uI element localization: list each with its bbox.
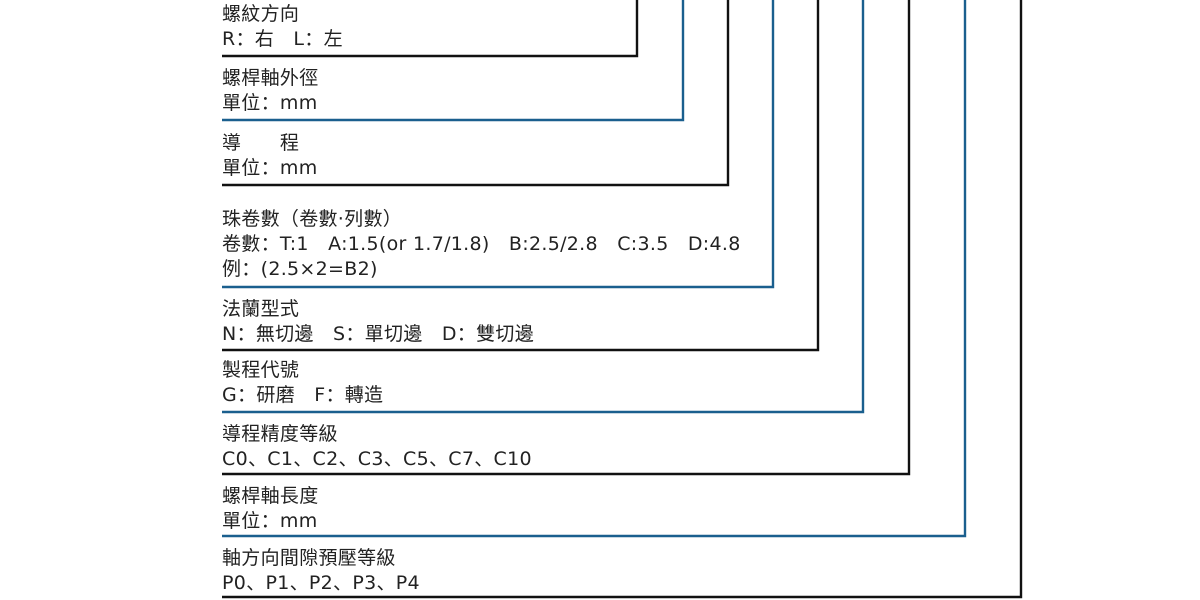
entry-detail: P0、P1、P2、P3、P4 <box>222 572 420 594</box>
bracket-line-lead_accuracy <box>222 0 911 476</box>
entry-preload-grade: 軸方向間隙預壓等級 P0、P1、P2、P3、P4 <box>222 546 420 596</box>
entry-title: 螺桿軸長度 <box>222 485 319 507</box>
entry-title: 珠卷數（卷數‧列數） <box>222 208 403 230</box>
bracket-line-process_code <box>222 0 865 414</box>
entry-title: 法蘭型式 <box>222 298 300 320</box>
entry-detail: 卷數：T:1 A:1.5(or 1.7/1.8) B:2.5/2.8 C:3.5… <box>222 233 741 255</box>
entry-title: 製程代號 <box>222 359 300 381</box>
bracket-line-screw_od <box>222 0 685 122</box>
entry-title: 螺桿軸外徑 <box>222 67 319 89</box>
entry-process-code: 製程代號 G：研磨 F：轉造 <box>222 358 383 408</box>
bracket-line-flange_type <box>222 0 820 352</box>
entry-detail: 單位：mm <box>222 92 318 114</box>
entry-title: 導程精度等級 <box>222 423 338 445</box>
entry-screw-outer-diameter: 螺桿軸外徑 單位：mm <box>222 66 319 116</box>
entry-detail: G：研磨 F：轉造 <box>222 384 384 406</box>
entry-detail: C0、C1、C2、C3、C5、C7、C10 <box>222 448 532 470</box>
entry-thread-direction: 螺紋方向 R：右 L：左 <box>222 2 343 52</box>
entry-example: 例：(2.5×2=B2) <box>222 258 378 280</box>
bracket-line-screw_length <box>222 0 967 538</box>
entry-flange-type: 法蘭型式 N：無切邊 S：單切邊 D：雙切邊 <box>222 297 534 347</box>
entry-ball-circuits: 珠卷數（卷數‧列數） 卷數：T:1 A:1.5(or 1.7/1.8) B:2.… <box>222 207 741 282</box>
bracket-line-thread_direction <box>222 0 639 58</box>
entry-detail: R：右 L：左 <box>222 28 343 50</box>
entry-lead: 導 程 單位：mm <box>222 131 318 181</box>
entry-title: 螺紋方向 <box>222 3 300 25</box>
entry-detail: 單位：mm <box>222 157 318 179</box>
bracket-line-lead <box>222 0 730 187</box>
bracket-line-preload_grade <box>222 0 1023 599</box>
entry-detail: N：無切邊 S：單切邊 D：雙切邊 <box>222 323 535 345</box>
entry-title: 導 程 <box>222 132 300 154</box>
entry-screw-length: 螺桿軸長度 單位：mm <box>222 484 319 534</box>
entry-lead-accuracy: 導程精度等級 C0、C1、C2、C3、C5、C7、C10 <box>222 422 532 472</box>
bracket-line-circuits <box>222 0 775 289</box>
entry-detail: 單位：mm <box>222 510 318 532</box>
entry-title: 軸方向間隙預壓等級 <box>222 547 396 569</box>
